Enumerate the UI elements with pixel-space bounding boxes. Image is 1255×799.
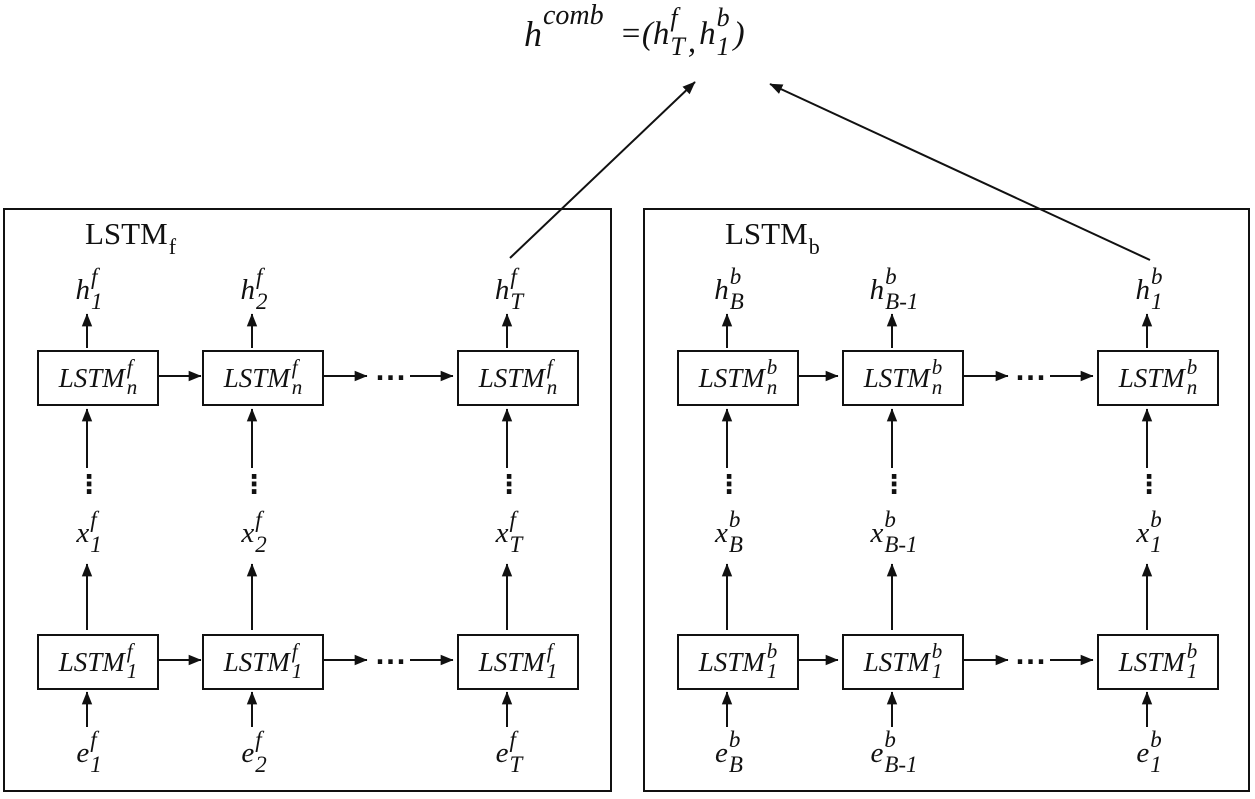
vertical-ellipsis: ⋮ [241, 470, 267, 500]
vertical-ellipsis: ⋮ [881, 470, 907, 500]
horizontal-ellipsis: ··· [375, 363, 407, 393]
formula-equals: =( [619, 16, 653, 52]
formula-lhs: h [524, 14, 542, 54]
formula-lhs-superscript: comb [543, 0, 604, 31]
formula-close-paren: ) [733, 16, 745, 52]
horizontal-ellipsis: ··· [1015, 647, 1047, 677]
vertical-ellipsis: ⋮ [76, 470, 102, 500]
combined-hidden-formula: h comb =( h f T , h b 1 ) [524, 2, 745, 60]
horizontal-ellipsis: ··· [1015, 363, 1047, 393]
vertical-ellipsis: ⋮ [716, 470, 742, 500]
vertical-ellipsis: ⋮ [1136, 470, 1162, 500]
formula-separator: , [687, 24, 697, 60]
vertical-ellipsis: ⋮ [496, 470, 522, 500]
horizontal-ellipsis: ··· [375, 647, 407, 677]
formula-forward-term: h f T [652, 3, 685, 61]
formula-backward-term: h b 1 [699, 3, 730, 61]
